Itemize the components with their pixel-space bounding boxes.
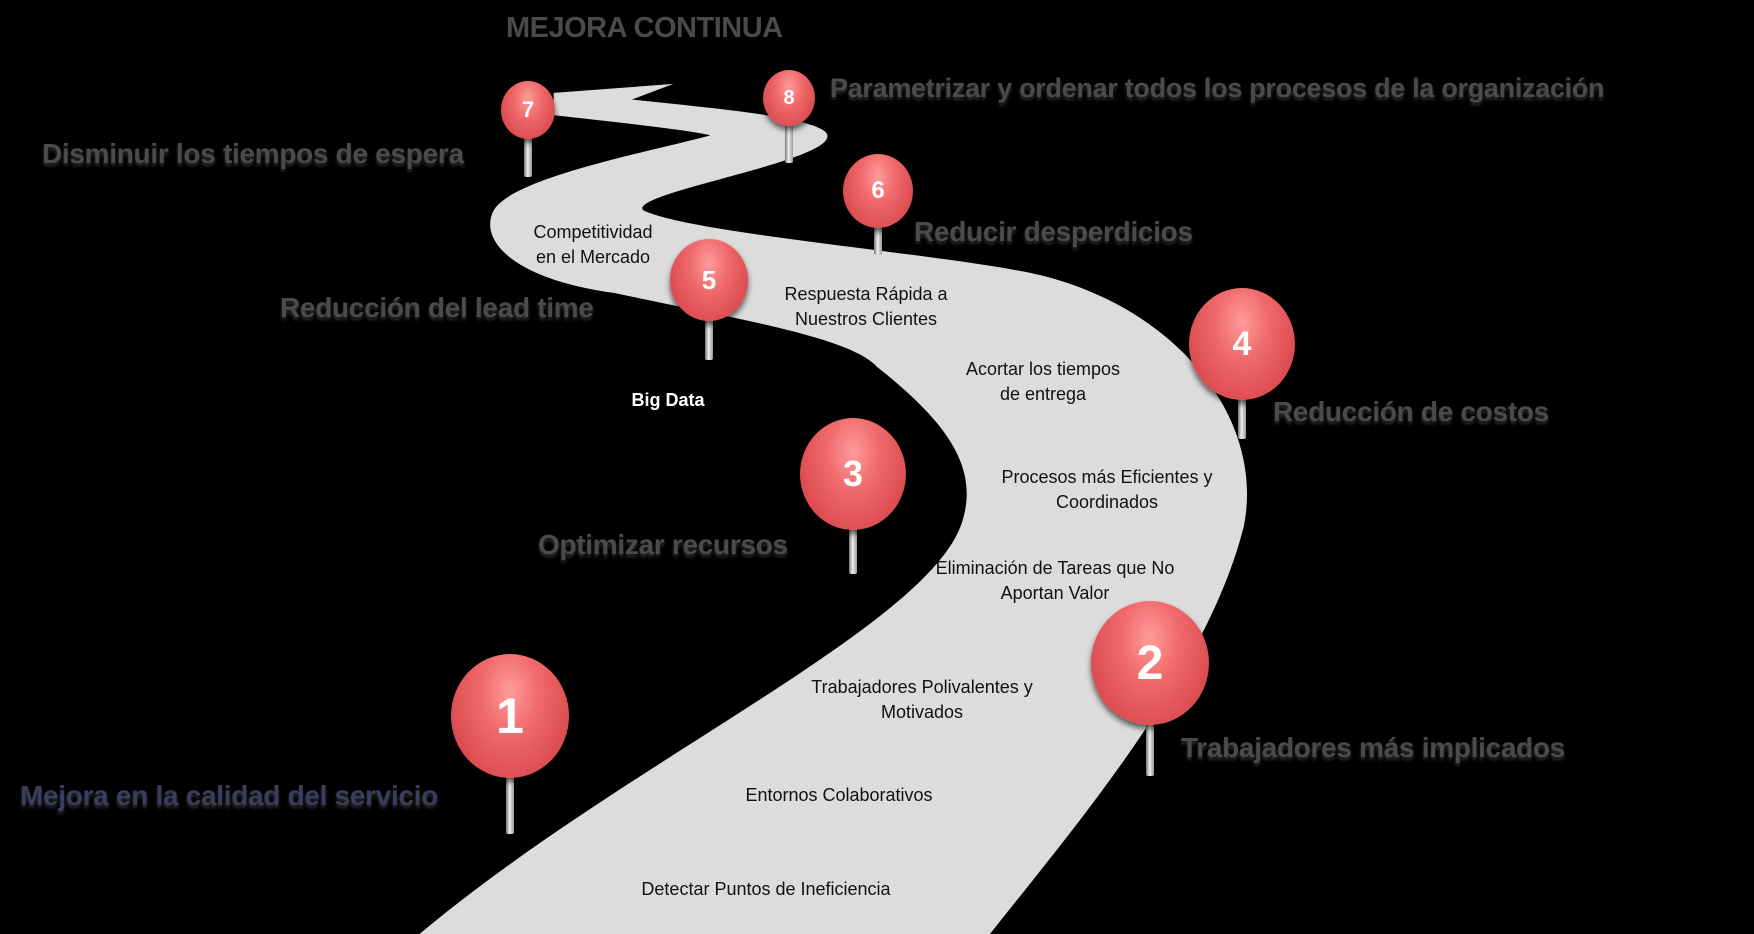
label-pin-7: Disminuir los tiempos de espera — [42, 138, 464, 169]
road-item-line: Big Data — [631, 390, 705, 410]
road-item-line: Aportan Valor — [1000, 583, 1110, 603]
road-item-line: Eliminación de Tareas que No — [935, 558, 1175, 578]
road-item: Detectar Puntos de Ineficiencia — [641, 877, 890, 902]
road-item-line: Competitividad — [533, 222, 653, 242]
pin-stick — [874, 222, 882, 255]
pin-stick — [524, 133, 532, 177]
pin-head: 8 — [763, 70, 815, 126]
road-item-line: Motivados — [880, 702, 964, 722]
diagram-title: MEJORA CONTINUA — [506, 12, 783, 44]
road-shape — [419, 83, 1248, 934]
pin-head: 5 — [670, 239, 748, 321]
road-item: Acortar los tiempos de entrega — [966, 357, 1120, 407]
road-item-line: Coordinados — [1055, 492, 1159, 512]
label-pin-3: Optimizar recursos — [538, 529, 788, 560]
label-pin-1: Mejora en la calidad del servicio — [20, 780, 439, 811]
label-pin-8: Parametrizar y ordenar todos los proceso… — [830, 73, 1605, 103]
pin-stick — [849, 522, 857, 574]
road-item: Respuesta Rápida a Nuestros Clientes — [784, 282, 947, 332]
label-pin-2: Trabajadores más implicados — [1181, 732, 1566, 763]
road-item-line: Detectar Puntos de Ineficiencia — [641, 879, 891, 899]
pin-8: 8 — [759, 70, 819, 163]
pin-head: 2 — [1091, 601, 1209, 725]
pin-stick — [1146, 717, 1154, 776]
road-item: Trabajadores Polivalentes y Motivados — [811, 675, 1032, 725]
pin-5: 5 — [667, 239, 751, 360]
road-item-big-data: Big Data — [631, 388, 704, 413]
pin-7: 7 — [498, 81, 558, 177]
label-pin-4: Reducción de costos — [1273, 396, 1549, 427]
road-item-line: Entornos Colaborativos — [745, 785, 933, 805]
road-item: Procesos más Eficientes y Coordinados — [1001, 465, 1212, 515]
pin-3: 3 — [798, 418, 908, 574]
road-item-line: Trabajadores Polivalentes y — [811, 677, 1033, 697]
pin-head: 4 — [1189, 288, 1295, 400]
road-item: Entornos Colaborativos — [745, 783, 932, 808]
pin-4: 4 — [1187, 288, 1297, 439]
road-item-line: Acortar los tiempos — [965, 359, 1121, 379]
road-item-line: de entrega — [999, 384, 1087, 404]
road-item-line: Procesos más Eficientes y — [1001, 467, 1213, 487]
pin-head: 1 — [451, 654, 569, 778]
pin-head: 6 — [843, 154, 913, 228]
pin-6: 6 — [838, 154, 918, 255]
pin-head: 7 — [501, 81, 555, 139]
label-pin-6: Reducir desperdicios — [914, 216, 1193, 247]
pin-stick — [506, 770, 514, 834]
pin-head: 3 — [800, 418, 906, 530]
road-item-line: Nuestros Clientes — [794, 309, 938, 329]
road-item-line: en el Mercado — [535, 247, 651, 267]
road-item-line: Respuesta Rápida a — [784, 284, 948, 304]
pin-2: 2 — [1088, 601, 1212, 776]
pin-1: 1 — [448, 654, 572, 834]
pin-stick — [705, 315, 713, 360]
road-item: Competitividad en el Mercado — [533, 220, 652, 270]
label-pin-5: Reducción del lead time — [280, 292, 594, 323]
pin-stick — [785, 120, 793, 163]
road-item: Eliminación de Tareas que No Aportan Val… — [936, 556, 1175, 606]
pin-stick — [1238, 392, 1246, 439]
